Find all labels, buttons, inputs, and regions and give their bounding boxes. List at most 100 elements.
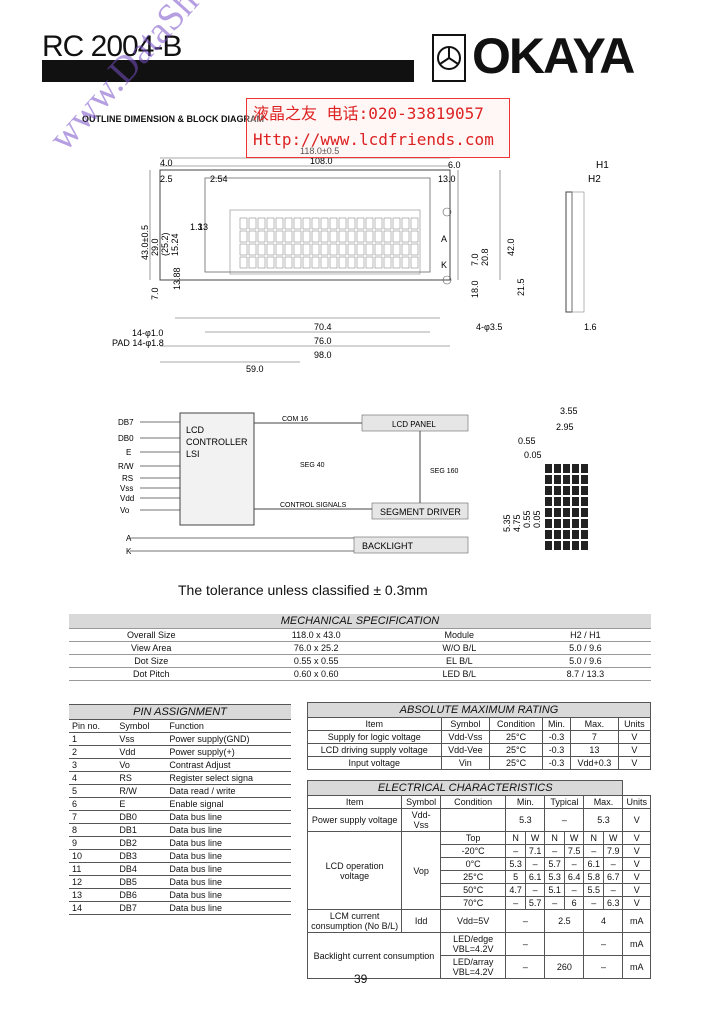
amr-cell: 13 xyxy=(570,743,619,757)
pin-cell: 2 xyxy=(69,745,117,759)
dim-15-24: 15.24 xyxy=(170,233,180,256)
lcd-panel-label: LCD PANEL xyxy=(392,420,436,429)
dot-cell xyxy=(572,464,579,473)
char-cell xyxy=(311,256,320,269)
ec-cell: 6.3 xyxy=(602,896,624,910)
block-controller-label: CONTROLLER xyxy=(186,437,248,447)
dim-1-6: 1.6 xyxy=(584,322,597,332)
amr-cell: 25°C xyxy=(489,743,543,757)
ec-cell: LCD operation voltage xyxy=(306,831,403,910)
char-cell xyxy=(302,217,311,230)
ec-cell: Power supply voltage xyxy=(306,808,403,832)
ec-head-cell: Max. xyxy=(583,795,624,809)
pin-cell: DB2 xyxy=(116,836,167,850)
dim-h2: H2 xyxy=(588,174,601,185)
ec-head-cell: Condition xyxy=(439,795,507,809)
pin-cell: Vo xyxy=(116,758,167,772)
dot-dim-g: 0.55 xyxy=(522,510,532,528)
char-cell xyxy=(392,230,401,243)
amr-head-cell: Min. xyxy=(541,717,572,731)
char-cell xyxy=(284,217,293,230)
dim-20-8: 20.8 xyxy=(480,248,490,266)
char-cell xyxy=(338,217,347,230)
ec-cell: Idd xyxy=(401,909,441,933)
pin-k-label: K xyxy=(441,260,447,270)
char-cell xyxy=(347,217,356,230)
dim-25-2: (25.2) xyxy=(160,232,170,256)
pin-k: K xyxy=(126,547,132,556)
char-cell xyxy=(392,256,401,269)
char-cell xyxy=(293,243,302,256)
dot-cell xyxy=(554,497,561,506)
char-cell xyxy=(374,230,383,243)
pin-head-no: Pin no. xyxy=(69,719,117,733)
pin-cell: 12 xyxy=(69,875,117,889)
dot-cell xyxy=(572,486,579,495)
ec-cell: 5.3 xyxy=(505,857,526,871)
pin-cell: Contrast Adjust xyxy=(166,758,291,772)
ec-cell: 7.1 xyxy=(524,844,546,858)
pin-cell: 13 xyxy=(69,888,117,902)
ec-cell: mA xyxy=(622,955,651,979)
pin-cell: 3 xyxy=(69,758,117,772)
pin-cell: Data bus line xyxy=(166,836,291,850)
dot-cell xyxy=(581,486,588,495)
ec-cell: 25°C xyxy=(439,870,507,884)
ec-cell: 5.7 xyxy=(544,857,565,871)
char-cell xyxy=(374,256,383,269)
dot-cell xyxy=(554,486,561,495)
pin-title: PIN ASSIGNMENT xyxy=(69,704,291,720)
ec-cell: – xyxy=(602,883,624,897)
char-cell xyxy=(401,256,410,269)
ec-cell: 50°C xyxy=(439,883,507,897)
dim-holes: 4-φ3.5 xyxy=(476,322,502,332)
char-cell xyxy=(311,243,320,256)
pin-cell: E xyxy=(116,797,167,811)
char-cell xyxy=(302,230,311,243)
ec-cell: Vdd=5V xyxy=(439,909,507,933)
mech-cell: 8.7 / 13.3 xyxy=(519,667,651,681)
logo-symbol-icon xyxy=(437,46,461,70)
ec-cell: – xyxy=(524,883,546,897)
amr-head-cell: Max. xyxy=(570,717,619,731)
dot-cell xyxy=(554,519,561,528)
dim-6-0: 6.0 xyxy=(448,160,461,170)
ec-cell: V xyxy=(622,844,651,858)
ec-cell: 6.7 xyxy=(602,870,624,884)
pin-e: E xyxy=(126,448,131,457)
ec-cell: W xyxy=(524,831,546,845)
char-cell xyxy=(410,243,419,256)
dot-cell xyxy=(581,475,588,484)
char-cell xyxy=(410,256,419,269)
amr-cell: -0.3 xyxy=(541,730,572,744)
pin-cell: Data bus line xyxy=(166,810,291,824)
char-cell xyxy=(338,243,347,256)
ec-cell: 7.5 xyxy=(563,844,585,858)
ec-cell: V xyxy=(622,831,651,845)
pin-cell: 5 xyxy=(69,784,117,798)
mech-cell: EL B/L xyxy=(398,654,520,668)
char-cell xyxy=(284,256,293,269)
ec-head-cell: Typical xyxy=(544,795,585,809)
amr-cell: Vdd-Vee xyxy=(440,743,491,757)
char-cell xyxy=(347,230,356,243)
ec-cell: 7.9 xyxy=(602,844,624,858)
char-cell xyxy=(275,256,284,269)
ec-cell: N xyxy=(583,831,604,845)
pin-head-symbol: Symbol xyxy=(116,719,167,733)
ec-cell: – xyxy=(544,808,585,832)
ec-cell: 5.5 xyxy=(583,883,604,897)
dot-cell xyxy=(545,464,552,473)
document-title: RC 2004-B xyxy=(42,30,182,63)
pin-cell: Data bus line xyxy=(166,875,291,889)
char-cell xyxy=(275,230,284,243)
dot-cell xyxy=(572,541,579,550)
char-cell xyxy=(239,243,248,256)
ec-cell: – xyxy=(563,883,585,897)
